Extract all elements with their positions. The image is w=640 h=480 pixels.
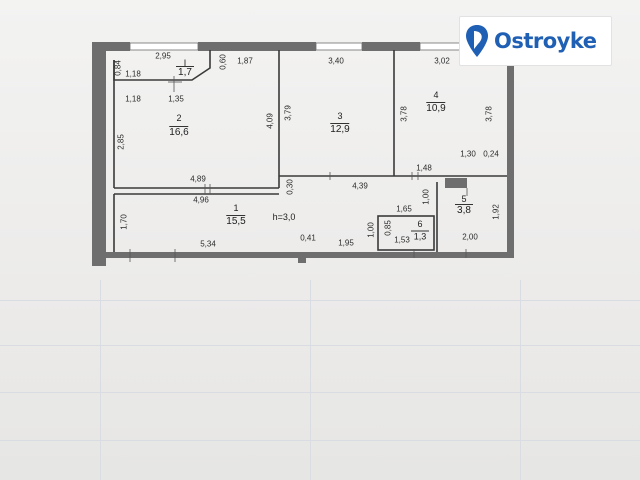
dimension-label: 0,30 — [285, 179, 295, 195]
dimension-label: 5,34 — [200, 239, 216, 249]
room-number: 5 — [461, 194, 467, 204]
dimension-label: 2,85 — [116, 134, 126, 150]
room-area: 12,9 — [330, 123, 350, 135]
column — [298, 253, 306, 263]
dimension-label: 1,87 — [237, 56, 253, 66]
room-number: 4 — [433, 90, 439, 100]
room-area: 1,3 — [411, 230, 429, 242]
dimension-label: 3,78 — [484, 106, 494, 122]
room-number: I — [183, 58, 187, 68]
dimension-label: 2,95 — [155, 51, 171, 61]
grid-line — [520, 280, 521, 480]
logo-brand-text: Ostroyke — [494, 29, 597, 53]
dimension-label: 1,70 — [119, 214, 129, 230]
dimension-label: 4,96 — [193, 195, 209, 205]
grid-line — [0, 345, 640, 346]
window — [315, 42, 363, 51]
room-number: 1 — [233, 203, 239, 213]
dimension-label: 4,89 — [190, 174, 206, 184]
room-number: 6 — [417, 219, 423, 229]
room-area: 3,8 — [455, 204, 473, 216]
ostroyke-logo[interactable]: Ostroyke — [459, 16, 612, 66]
room-area: 1,7 — [176, 66, 194, 78]
exterior-wall — [198, 42, 316, 51]
dimension-label: 1,30 — [460, 149, 476, 159]
dimension-label: 3,02 — [434, 56, 450, 66]
exterior-wall — [92, 42, 130, 51]
grid-line — [0, 300, 640, 301]
dimension-label: 3,78 — [399, 106, 409, 122]
room-area: 10,9 — [426, 102, 446, 114]
grid-line — [100, 280, 101, 480]
exterior-wall — [92, 42, 106, 266]
map-pin-icon — [466, 25, 488, 57]
column — [445, 178, 467, 188]
exterior-wall — [362, 42, 420, 51]
room-number: 3 — [337, 111, 343, 121]
dimension-label: 1,95 — [338, 238, 354, 248]
dimension-label: 1,00 — [421, 189, 431, 205]
dimension-label: 1,92 — [491, 204, 501, 220]
dimension-label: 3,79 — [283, 105, 293, 121]
room-area: 16,6 — [169, 126, 189, 138]
grid-line — [0, 440, 640, 441]
interior-wall — [377, 215, 435, 251]
dimension-label: 0,41 — [300, 233, 316, 243]
dimension-label: 0,24 — [483, 149, 499, 159]
window — [129, 42, 199, 51]
dimension-label: 4,39 — [352, 181, 368, 191]
dimension-label: 1,35 — [168, 94, 184, 104]
dimension-label: 0,85 — [383, 220, 393, 236]
dimension-label: 1,18 — [125, 94, 141, 104]
exterior-wall — [507, 42, 514, 252]
dimension-label: 4,09 — [265, 113, 275, 129]
room-area: 15,5 — [226, 215, 246, 227]
dimension-label: 1,00 — [366, 222, 376, 238]
room-number: 2 — [176, 113, 182, 123]
dimension-label: 3,40 — [328, 56, 344, 66]
dimension-label: 1,48 — [416, 163, 432, 173]
dimension-label: 0,60 — [218, 54, 228, 70]
grid-line — [0, 392, 640, 393]
dimension-label: 1,18 — [125, 69, 141, 79]
ceiling-height: h=3,0 — [272, 212, 296, 222]
dimension-label: 0,84 — [113, 60, 123, 76]
dimension-label: 1,65 — [396, 204, 412, 214]
interior-wall — [113, 50, 211, 81]
dimension-label: 2,00 — [462, 232, 478, 242]
grid-line — [310, 280, 311, 480]
dimension-label: 1,53 — [394, 235, 410, 245]
